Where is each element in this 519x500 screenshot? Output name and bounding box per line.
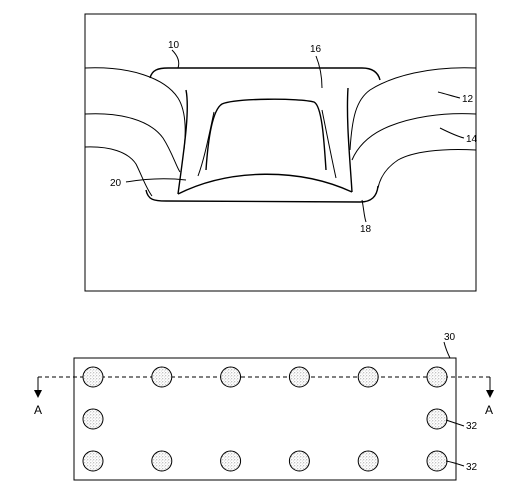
trench-right-outer xyxy=(346,87,353,193)
label-12: 12 xyxy=(462,94,474,105)
layer-14-left xyxy=(84,113,181,173)
leader-10 xyxy=(171,49,180,69)
plate-30 xyxy=(73,357,457,481)
leader-32-a xyxy=(445,419,465,427)
trench-bottom-arc xyxy=(177,173,353,195)
label-32-a: 32 xyxy=(466,421,478,432)
bottom-row-dot-3 xyxy=(220,450,242,472)
leader-14 xyxy=(439,127,465,139)
trench-left-outer xyxy=(177,89,188,195)
top-row-dot-6 xyxy=(426,366,448,388)
label-14: 14 xyxy=(466,134,478,145)
leader-16 xyxy=(315,55,323,89)
bottom-row-dot-2 xyxy=(151,450,173,472)
trench-right-inner xyxy=(321,109,337,179)
label-20: 20 xyxy=(110,178,122,189)
layer-12-right xyxy=(349,67,477,151)
leader-12 xyxy=(437,91,461,99)
bottom-row-dot-6 xyxy=(426,450,448,472)
bottom-row-dot-1 xyxy=(82,450,104,472)
trench-left-inner xyxy=(197,111,215,177)
top-view: A A 30 32 32 xyxy=(34,332,494,481)
layer-14-right xyxy=(351,113,477,161)
bottom-18-outline xyxy=(145,185,379,203)
leader-30 xyxy=(443,341,451,359)
label-18: 18 xyxy=(360,224,372,235)
cross-section-view: 10 16 12 14 20 18 xyxy=(84,13,478,292)
cross-section-frame xyxy=(84,13,477,292)
leader-20 xyxy=(125,178,187,183)
bottom-row-dot-5 xyxy=(357,450,379,472)
top-row-dot-1 xyxy=(82,366,104,388)
layer-bottom-left xyxy=(84,146,153,197)
section-arrow-right-head xyxy=(486,390,494,398)
top-row-dot-2 xyxy=(151,366,173,388)
leader-18 xyxy=(361,199,367,223)
cap-10-outline xyxy=(149,67,381,81)
middle-row-dot-1 xyxy=(82,408,104,430)
block-16-outline xyxy=(205,98,327,171)
label-30: 30 xyxy=(444,332,456,343)
middle-row-dot-2 xyxy=(426,408,448,430)
section-label-left: A xyxy=(34,403,42,417)
top-row-dot-5 xyxy=(357,366,379,388)
section-arrow-left-head xyxy=(34,390,42,398)
label-10: 10 xyxy=(168,40,180,51)
section-label-right: A xyxy=(485,403,493,417)
label-32-b: 32 xyxy=(466,462,478,473)
dots-group xyxy=(82,366,448,472)
leader-32-b xyxy=(445,460,465,467)
label-16: 16 xyxy=(310,44,322,55)
bottom-row-dot-4 xyxy=(288,450,310,472)
layer-12-left xyxy=(84,67,186,151)
top-row-dot-4 xyxy=(288,366,310,388)
layer-bottom-right xyxy=(377,149,477,189)
top-row-dot-3 xyxy=(220,366,242,388)
